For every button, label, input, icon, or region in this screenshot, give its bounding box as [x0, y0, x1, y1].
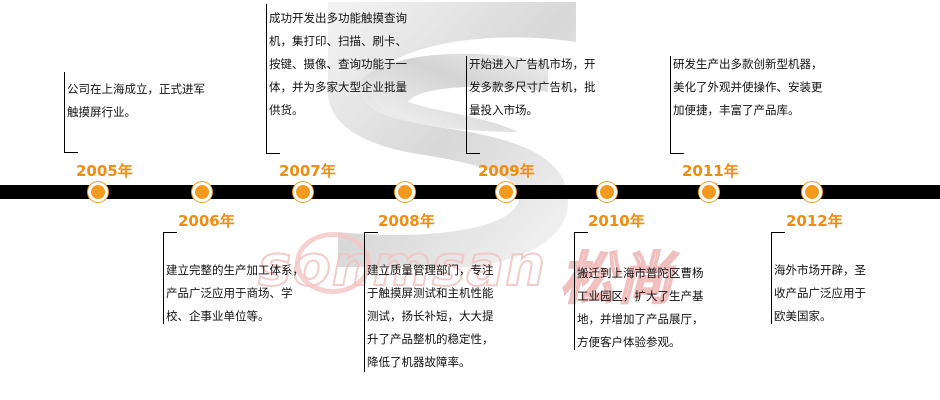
connector-2005 [64, 72, 65, 152]
year-label-2005: 2005年 [76, 162, 133, 180]
connector-tick-2009 [466, 153, 480, 154]
connector-tick-2011 [670, 153, 684, 154]
year-label-2006: 2006年 [178, 212, 235, 230]
note-line: 公司在上海成立，正式进军 [67, 82, 205, 96]
note-line: 校、企事业单位等。 [166, 309, 270, 323]
event-note-2009: 开始进入广告机市场，开 发多款多尺寸广告机，批 量投入市场。 [469, 53, 596, 122]
note-line: 机，集打印、扫描、刷卡、 [269, 34, 407, 48]
connector-2012 [771, 232, 772, 324]
timeline-dot-2009 [496, 182, 516, 202]
note-line: 搬迁到上海市普陀区曹杨 [577, 266, 704, 280]
event-note-2011: 研发生产出多款创新型机器， 美化了外观并使操作、安装更 加便捷，丰富了产品库。 [673, 53, 823, 122]
timeline-dot-2012 [802, 182, 822, 202]
event-note-2006: 建立完整的生产加工体系， 产品广泛应用于商场、学 校、企事业单位等。 [166, 259, 304, 328]
timeline-dot-2006 [192, 182, 212, 202]
year-label-2008: 2008年 [378, 212, 435, 230]
connector-tick-2008 [364, 232, 378, 233]
connector-2007 [266, 4, 267, 154]
watermark-s-logo-icon [327, 2, 576, 267]
watermark-brand-cn: 松尚 [559, 246, 674, 313]
note-line: 开始进入广告机市场，开 [469, 57, 596, 71]
event-note-2012: 海外市场开辟，圣 收产品广泛应用于 欧美国家。 [774, 259, 866, 328]
note-line: 供货。 [269, 103, 304, 117]
note-line: 美化了外观并使操作、安装更 [673, 80, 823, 94]
year-label-2010: 2010年 [588, 212, 645, 230]
note-line: 成功开发出多功能触摸查询 [269, 11, 407, 25]
timeline-dot-2007 [293, 182, 313, 202]
connector-2006 [163, 232, 164, 324]
timeline-dot-2005 [88, 182, 108, 202]
note-line: 建立质量管理部门，专注 [367, 263, 494, 277]
connector-2009 [466, 56, 467, 154]
note-line: 产品广泛应用于商场、学 [166, 286, 293, 300]
note-line: 加便捷，丰富了产品库。 [673, 103, 800, 117]
note-line: 工业园区，扩大了生产基 [577, 289, 704, 303]
note-line: 升了产品整机的稳定性， [367, 332, 494, 346]
note-line: 方便客户体验参观。 [577, 335, 681, 349]
note-line: 测试，扬长补短，大大提 [367, 309, 494, 323]
note-line: 按键、摄像、查询功能于一 [269, 57, 407, 71]
note-line: 欧美国家。 [774, 309, 832, 323]
timeline-axis [0, 185, 940, 199]
event-note-2008: 建立质量管理部门，专注 于触摸屏测试和主机性能 测试，扬长补短，大大提 升了产品… [367, 259, 494, 374]
connector-2010 [574, 232, 575, 350]
note-line: 体，并为多家大型企业批量 [269, 80, 407, 94]
note-line: 地，并增加了产品展厅， [577, 312, 704, 326]
connector-2008 [364, 232, 365, 372]
year-label-2012: 2012年 [786, 212, 843, 230]
note-line: 建立完整的生产加工体系， [166, 263, 304, 277]
connector-tick-2006 [163, 232, 177, 233]
note-line: 降低了机器故障率。 [367, 355, 471, 369]
connector-tick-2010 [574, 232, 588, 233]
timeline-dot-2010 [597, 182, 617, 202]
event-note-2010: 搬迁到上海市普陀区曹杨 工业园区，扩大了生产基 地，并增加了产品展厅， 方便客户… [577, 262, 704, 354]
connector-tick-2005 [64, 152, 78, 153]
timeline-dot-2011 [699, 182, 719, 202]
note-line: 研发生产出多款创新型机器， [673, 57, 823, 71]
note-line: 触摸屏行业。 [67, 105, 136, 119]
event-note-2005: 公司在上海成立，正式进军 触摸屏行业。 [67, 78, 205, 124]
note-line: 于触摸屏测试和主机性能 [367, 286, 494, 300]
note-line: 量投入市场。 [469, 103, 538, 117]
timeline-dot-2008 [395, 182, 415, 202]
note-line: 发多款多尺寸广告机，批 [469, 80, 596, 94]
year-label-2007: 2007年 [279, 162, 336, 180]
year-label-2011: 2011年 [682, 162, 739, 180]
event-note-2007: 成功开发出多功能触摸查询 机，集打印、扫描、刷卡、 按键、摄像、查询功能于一 体… [269, 7, 407, 122]
watermark-brand: sonmsan [257, 233, 547, 300]
watermark-ring-icon [295, 232, 371, 294]
connector-tick-2012 [771, 232, 785, 233]
connector-tick-2007 [266, 153, 280, 154]
year-label-2009: 2009年 [478, 162, 535, 180]
note-line: 海外市场开辟，圣 [774, 263, 866, 277]
connector-2011 [670, 56, 671, 154]
note-line: 收产品广泛应用于 [774, 286, 866, 300]
